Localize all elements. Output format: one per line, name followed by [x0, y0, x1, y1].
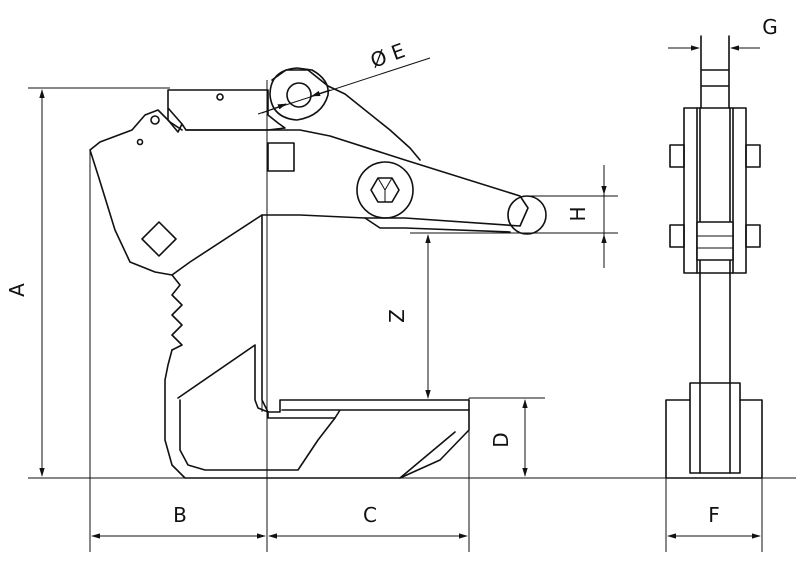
shackle-hole — [286, 82, 312, 108]
dimension-e: Ø E — [257, 38, 431, 115]
bolt-boss — [356, 161, 414, 219]
dimension-a: A — [5, 89, 45, 477]
front-top-plate — [700, 35, 730, 109]
dimension-d: D — [489, 399, 528, 477]
front-upper-body — [683, 107, 747, 274]
dimension-f: F — [665, 478, 763, 552]
diamond-lock — [141, 221, 177, 257]
dimension-z: Z — [385, 234, 431, 399]
dimension-g: G — [668, 15, 778, 51]
dimension-a-label: A — [5, 283, 29, 297]
grip-plate — [281, 409, 470, 479]
pin-hole-2 — [136, 138, 144, 146]
dimension-h-label: H — [566, 206, 590, 221]
front-jaw-inner — [699, 382, 731, 474]
dimension-b: B — [91, 503, 266, 539]
clamp-frame — [89, 109, 529, 276]
front-spacer — [696, 221, 734, 261]
dimension-h: H — [566, 165, 607, 268]
dimension-b-label: B — [173, 503, 187, 527]
pin-hole-1 — [150, 115, 160, 125]
eye-outline — [269, 67, 329, 121]
dimension-c-label: C — [363, 503, 377, 527]
front-inner-plates — [696, 107, 734, 401]
dimension-d-label: D — [489, 432, 513, 447]
dimension-f-label: F — [708, 503, 720, 527]
dimension-c: C — [268, 503, 468, 539]
lifting-eye-lever — [271, 69, 421, 161]
lever-tip — [364, 217, 511, 233]
square-window — [267, 142, 295, 172]
nose-roller — [507, 195, 547, 235]
front-spacer-lines — [697, 235, 733, 249]
cam-teeth — [171, 274, 183, 351]
front-view — [665, 35, 763, 479]
front-right-cap-2 — [745, 224, 761, 248]
front-jaw-block — [689, 382, 741, 474]
jaw-pad — [177, 344, 269, 413]
side-view — [28, 67, 796, 552]
front-left-cap-2 — [669, 224, 685, 248]
dimension-g-label: G — [762, 15, 778, 39]
jaw-pad-inner — [179, 399, 336, 471]
pin-hole-3 — [216, 93, 224, 101]
dimension-z-label: Z — [385, 309, 409, 323]
front-right-cap — [745, 144, 761, 168]
front-left-cap — [669, 144, 685, 168]
hex-bolt-face — [377, 177, 393, 202]
lower-jaw — [164, 214, 470, 479]
